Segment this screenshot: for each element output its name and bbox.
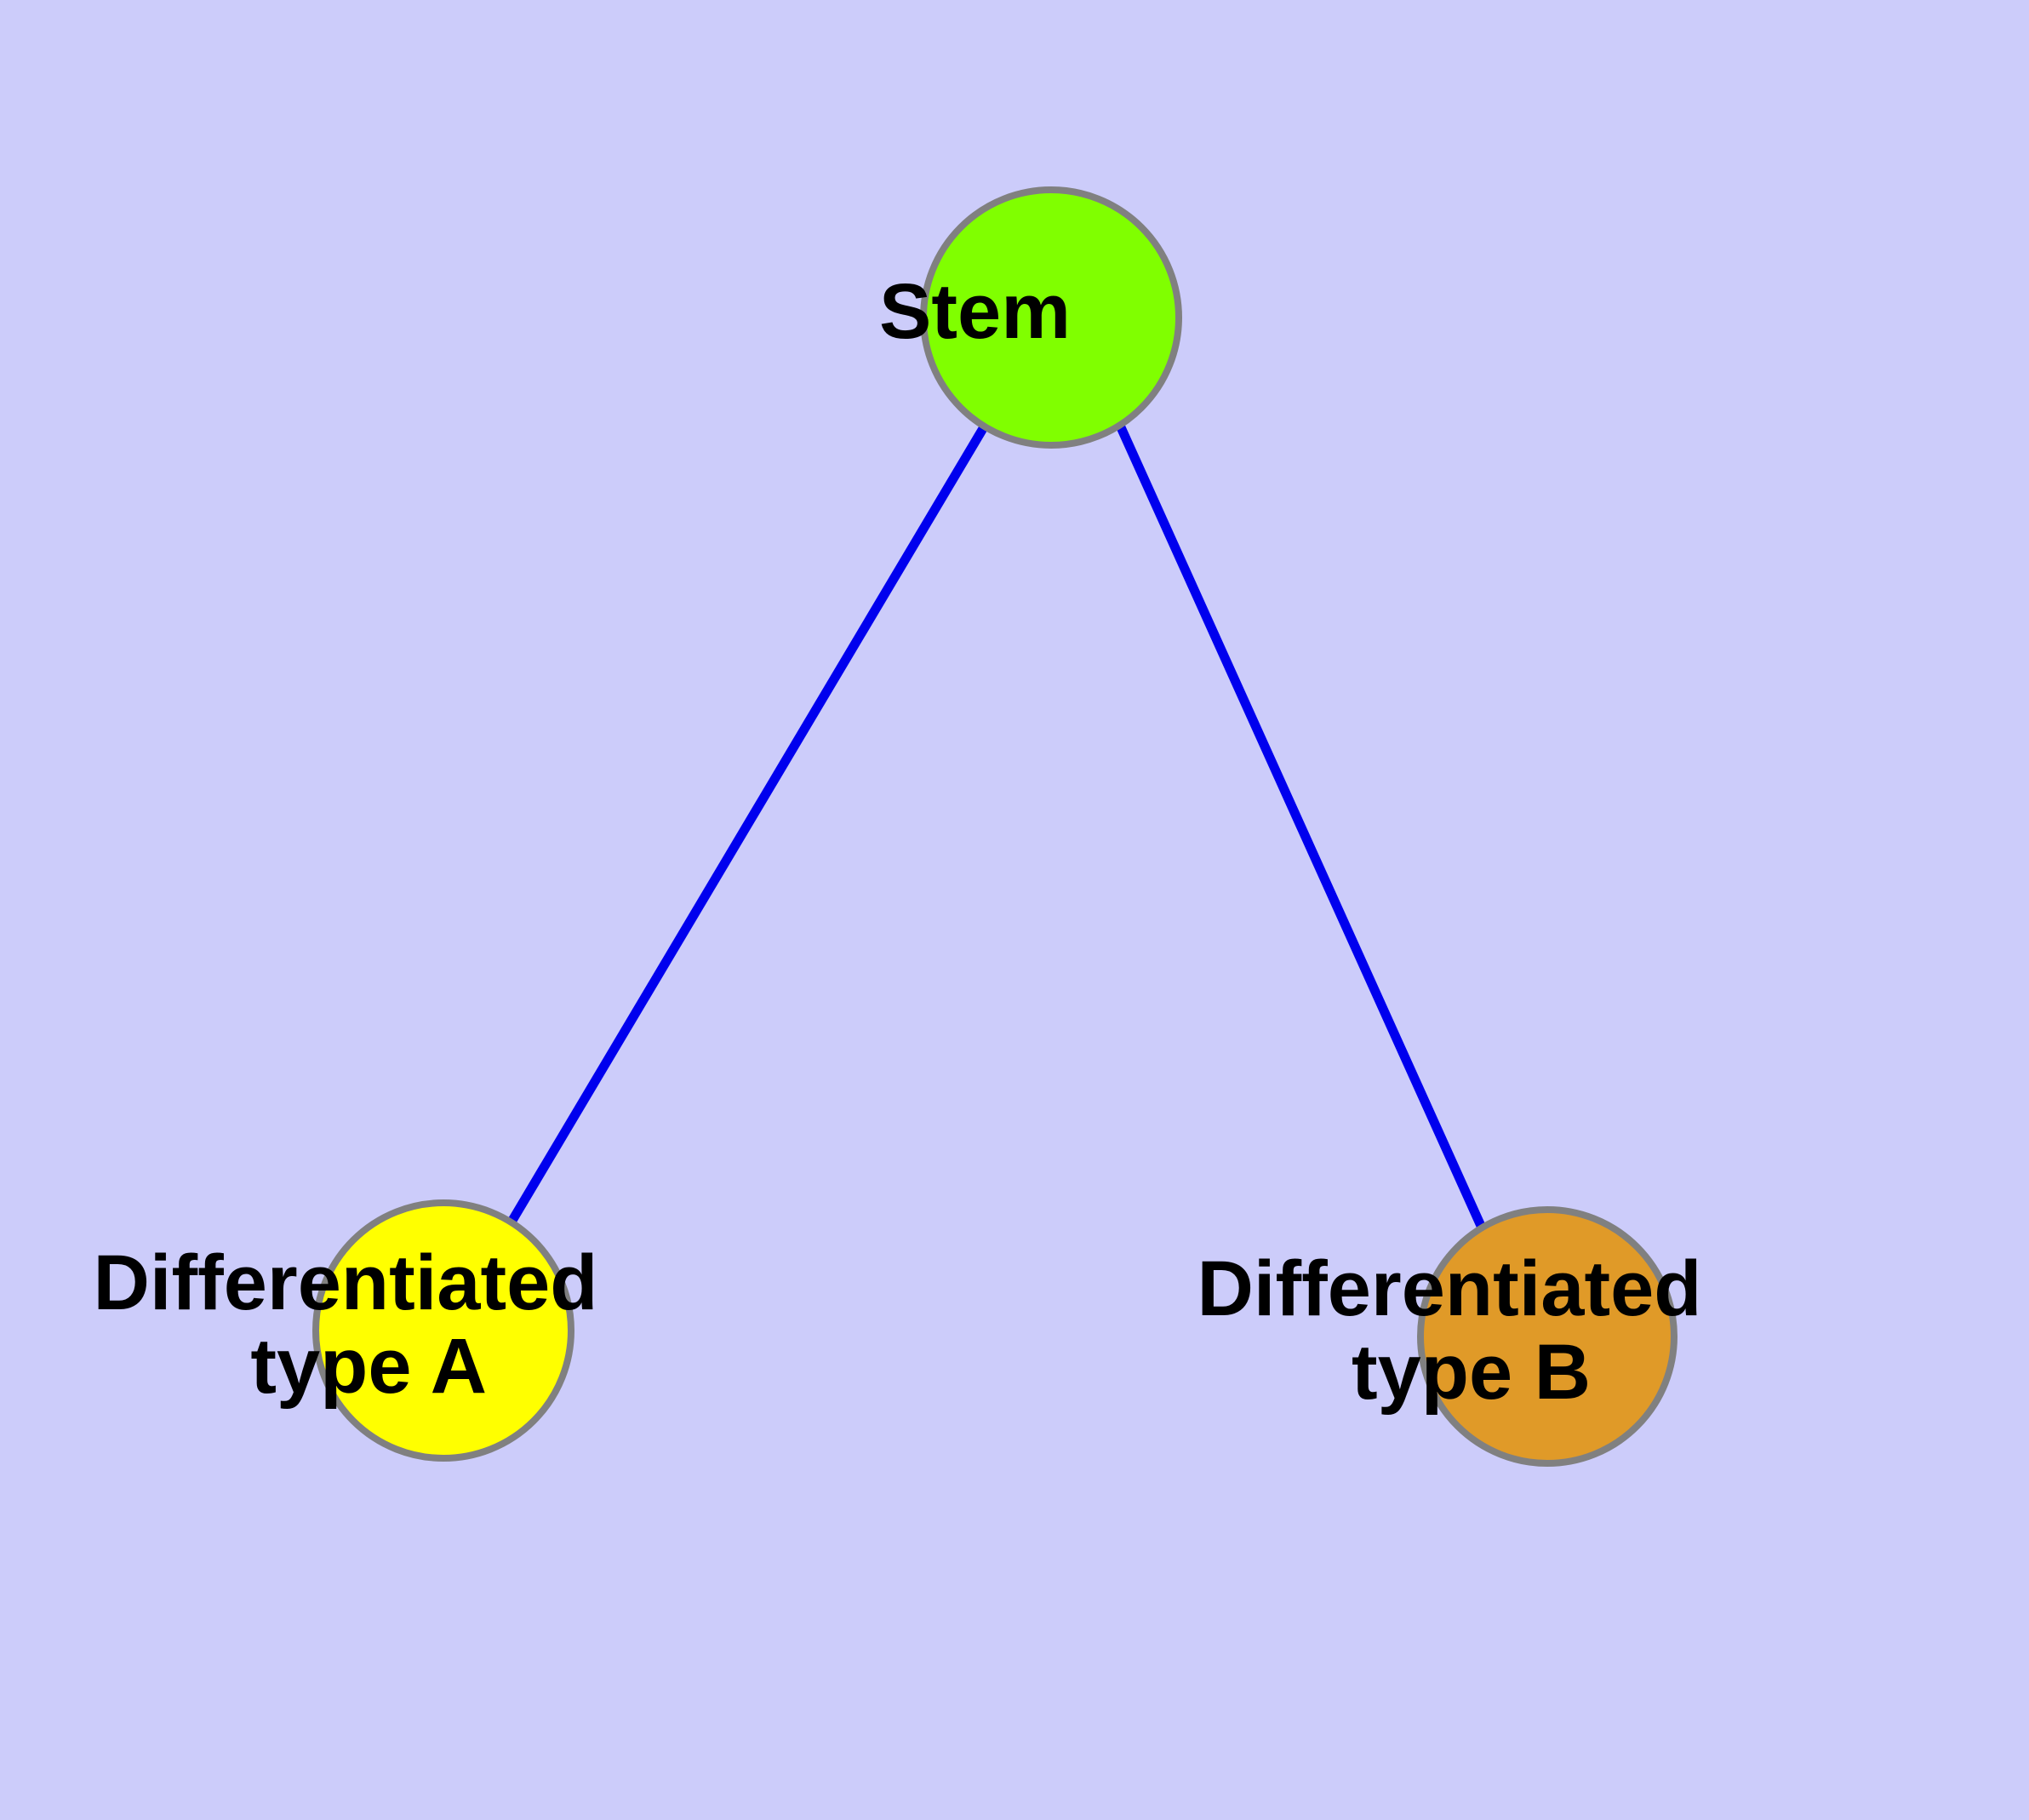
edge-stem-to-differentiated-type-a[interactable]: [506, 423, 989, 1226]
node-differentiated-type-a-label-line2: type A: [250, 1323, 485, 1410]
node-stem[interactable]: [920, 186, 1182, 449]
nodes-group: [312, 186, 1677, 1467]
node-stem-circle[interactable]: [920, 186, 1182, 449]
node-stem-label-line1: Stem: [879, 268, 1071, 355]
edge-stem-to-differentiated-type-b[interactable]: [1116, 425, 1486, 1228]
node-differentiated-type-a[interactable]: [312, 1199, 574, 1462]
node-differentiated-type-a-label: Differentiated type A: [93, 0, 793, 1410]
node-differentiated-type-b-circle[interactable]: [1417, 1206, 1677, 1467]
node-differentiated-type-b-label-line2: type B: [1352, 1329, 1591, 1416]
node-stem-label: Stem: [879, 0, 1223, 355]
edges-group: [506, 423, 1486, 1228]
node-differentiated-type-b-label: Differentiated type B: [1197, 0, 1897, 1416]
labels-group: Stem Differentiated type A Differentiate…: [93, 0, 1897, 1416]
node-differentiated-type-b[interactable]: [1417, 1206, 1677, 1467]
node-differentiated-type-a-label-line1: Differentiated: [93, 1239, 597, 1326]
node-differentiated-type-a-circle[interactable]: [312, 1199, 574, 1462]
node-differentiated-type-b-label-line1: Differentiated: [1197, 1245, 1701, 1332]
